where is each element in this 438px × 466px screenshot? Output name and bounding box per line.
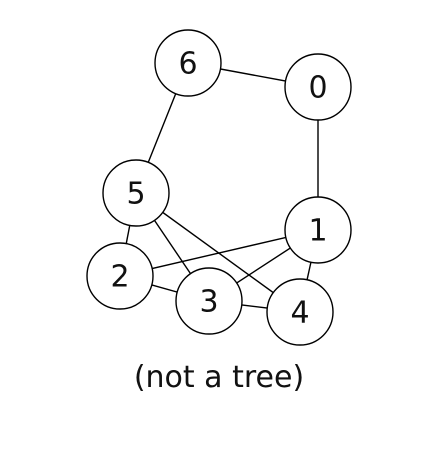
node-circle-6 [154,29,222,97]
node-1: 1 [284,196,352,264]
node-2: 2 [86,242,154,310]
node-circle-1 [284,196,352,264]
node-label-2: 2 [110,260,129,295]
nodes-layer: 0 1 2 3 4 5 6 [86,29,352,346]
node-circle-3 [175,267,243,335]
node-6: 6 [154,29,222,97]
node-label-0: 0 [308,71,327,106]
node-5: 5 [102,159,170,227]
node-3: 3 [175,267,243,335]
node-label-5: 5 [126,177,145,212]
node-label-6: 6 [178,47,197,82]
caption: (not a tree) [133,360,305,395]
edge-5-4 [135,192,301,313]
node-0: 0 [284,53,352,121]
node-circle-2 [86,242,154,310]
node-4: 4 [266,278,334,346]
node-circle-0 [284,53,352,121]
node-circle-4 [266,278,334,346]
node-circle-5 [102,159,170,227]
node-label-1: 1 [308,214,327,249]
node-label-3: 3 [199,285,218,320]
node-label-4: 4 [290,296,309,331]
